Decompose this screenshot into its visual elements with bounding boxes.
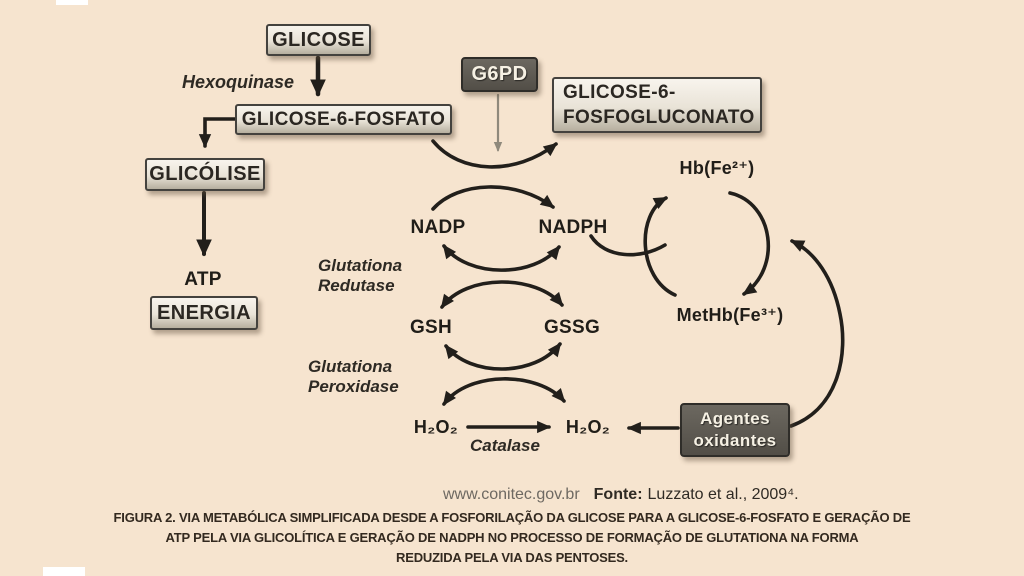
nadp-label: NADP <box>410 217 466 238</box>
glicose-6-fosfato-box: GLICOSE-6-FOSFATO <box>235 104 452 135</box>
agentes-oxidantes-box: Agentes oxidantes <box>680 403 790 457</box>
curve-lens1-bottom <box>440 280 564 309</box>
scan-artifact-bottom <box>43 567 85 576</box>
caption-line1: FIGURA 2. VIA METABÓLICA SIMPLIFICADA DE… <box>113 510 911 525</box>
fonte-text: Luzzato et al., 2009⁴. <box>647 486 799 503</box>
agentes-line1: Agentes <box>700 409 770 428</box>
g6pd-label: G6PD <box>471 63 528 85</box>
glicolise-label: GLICÓLISE <box>149 163 261 185</box>
glutationa-peroxidase-line2: Peroxidase <box>308 377 399 396</box>
curve-cycle-right <box>728 191 771 296</box>
glutationa-redutase-line1: Glutationa <box>318 256 403 275</box>
curve-g6f-to-fosfogluconato <box>431 139 558 169</box>
glicolise-box: GLICÓLISE <box>145 158 265 191</box>
gsh-label: GSH <box>409 317 453 338</box>
curve-nadp-to-nadph <box>431 185 555 211</box>
fosfogluconato-line1: GLICOSE-6- <box>563 82 676 103</box>
arrow-g6fosfato-to-glicolise <box>198 117 239 149</box>
fonte-label: Fonte: <box>593 486 643 503</box>
curve-cycle-left <box>643 196 677 297</box>
glutationa-redutase-label: Glutationa Redutase <box>318 256 402 296</box>
glutationa-peroxidase-label: Glutationa Peroxidase <box>308 357 399 397</box>
figure-caption: FIGURA 2. VIA METABÓLICA SIMPLIFICADA DE… <box>0 508 1024 568</box>
g6pd-box: G6PD <box>461 57 538 92</box>
catalase-label: Catalase <box>470 436 540 455</box>
caption-line3: REDUZIDA PELA VIA DAS PENTOSES. <box>396 550 628 565</box>
nadph-label: NADPH <box>538 217 608 238</box>
agentes-line2: oxidantes <box>693 431 777 450</box>
energia-box: ENERGIA <box>150 296 258 330</box>
fosfogluconato-line2: FOSFOGLUCONATO <box>563 107 755 128</box>
curve-agentes-to-cycle <box>789 239 845 428</box>
source-line: www.conitec.gov.br Fonte:Luzzato et al., … <box>443 486 799 504</box>
gssg-label: GSSG <box>543 317 601 338</box>
curve-lens1-top <box>442 244 561 272</box>
glutationa-peroxidase-line1: Glutationa <box>308 357 393 376</box>
hb-fe2-label: Hb(Fe²⁺) <box>679 158 755 178</box>
h2o2-right-label: H₂O₂ <box>565 417 611 437</box>
glicose-6-fosfogluconato-box: GLICOSE-6- FOSFOGLUCONATO <box>552 77 762 133</box>
caption-line2: ATP PELA VIA GLICOLÍTICA E GERAÇÃO DE NA… <box>165 530 859 545</box>
methb-fe3-label: MetHb(Fe³⁺) <box>676 305 784 325</box>
energia-label: ENERGIA <box>157 301 251 324</box>
glicose-label: GLICOSE <box>272 28 365 51</box>
atp-label: ATP <box>184 269 222 290</box>
scan-artifact-top <box>56 0 88 5</box>
curve-lens2-bottom <box>442 377 566 406</box>
glutationa-redutase-line2: Redutase <box>318 276 395 295</box>
hexoquinase-label: Hexoquinase <box>182 72 295 92</box>
h2o2-left-label: H₂O₂ <box>413 417 459 437</box>
curve-nadph-to-cycle <box>589 234 667 257</box>
conitec-url: www.conitec.gov.br <box>443 486 580 503</box>
curve-lens2-top <box>444 342 562 371</box>
glicose-box: GLICOSE <box>266 24 371 56</box>
glicose-6-fosfato-label: GLICOSE-6-FOSFATO <box>241 108 446 130</box>
